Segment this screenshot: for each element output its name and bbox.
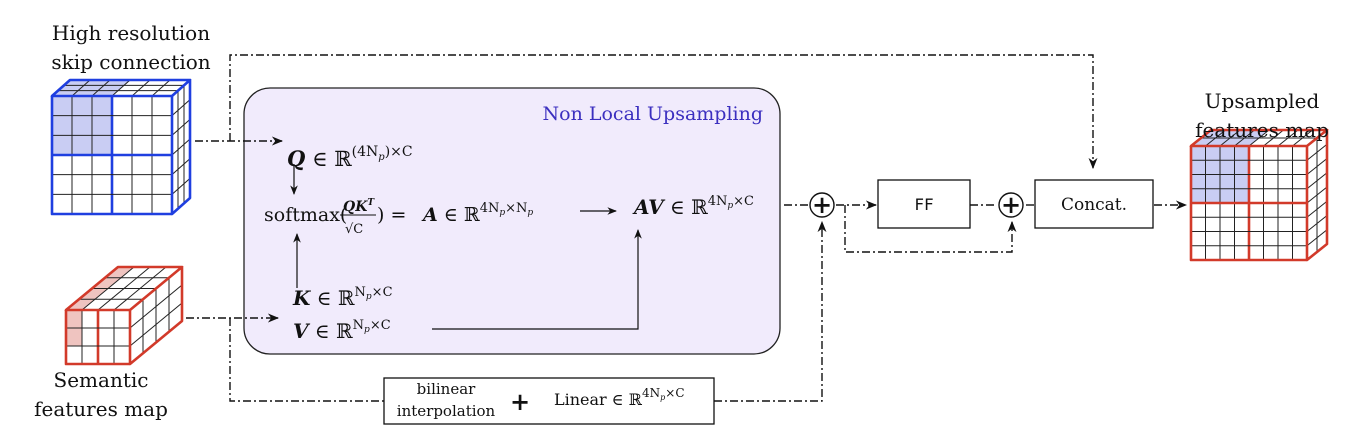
query-expression: Q ∈ ℝ(4Np)×C	[287, 144, 413, 171]
skip-connection-label-line2: skip connection	[51, 50, 210, 74]
connector-interp-to-sum1	[714, 220, 827, 402]
av-expression: AV ∈ ℝ4Np×C	[632, 194, 754, 219]
upsampled-label-line1: Upsampled	[1205, 89, 1320, 113]
semantic-label-line1: Semantic	[54, 368, 149, 392]
sum-node-2: +	[998, 190, 1024, 219]
interpolation-linear-block: bilinear interpolation + Linear ∈ ℝ4Np×C	[383, 377, 715, 425]
svg-text:AV ∈ ℝ4Np×C: AV ∈ ℝ4Np×C	[632, 194, 754, 219]
upsampled-label-line2: features map	[1195, 118, 1329, 142]
svg-text:+: +	[812, 190, 832, 219]
svg-text:Linear ∈ ℝ4Np×C: Linear ∈ ℝ4Np×C	[554, 386, 685, 409]
svg-text:V ∈ ℝNp×C: V ∈ ℝNp×C	[293, 318, 391, 343]
non-local-upsampling-module	[243, 87, 781, 355]
svg-text:QKT: QKT	[343, 198, 375, 215]
svg-text:) =: ) =	[377, 204, 406, 226]
skip-connection-feature-cube	[50, 78, 192, 216]
sum-node-1: +	[809, 190, 835, 219]
connector-skip-to-concat	[229, 54, 1098, 170]
semantic-feature-cube	[64, 265, 184, 366]
connector-semantic-to-interp	[229, 318, 384, 402]
concat-block: Concat.	[1034, 179, 1154, 229]
svg-text:+: +	[1001, 190, 1021, 219]
key-expression: K ∈ ℝNp×C	[292, 285, 393, 310]
arrow-v-to-av	[432, 229, 642, 330]
svg-text:A ∈ ℝ4Np×Np: A ∈ ℝ4Np×Np	[421, 201, 533, 226]
svg-text:Q ∈ ℝ(4Np)×C: Q ∈ ℝ(4Np)×C	[287, 144, 413, 171]
svg-text:√C: √C	[345, 222, 363, 237]
value-expression: V ∈ ℝNp×C	[293, 318, 391, 343]
svg-text:interpolation: interpolation	[397, 402, 496, 420]
svg-text:K ∈ ℝNp×C: K ∈ ℝNp×C	[292, 285, 393, 310]
svg-text:bilinear: bilinear	[417, 380, 476, 398]
svg-text:+: +	[510, 387, 530, 416]
softmax-attention-expression: softmax( QKT √C ) = A ∈ ℝ4Np×Np	[264, 198, 533, 237]
svg-text:softmax(: softmax(	[264, 204, 347, 226]
ff-block: FF	[877, 179, 971, 229]
upsampled-feature-cube	[1189, 128, 1329, 262]
module-title: Non Local Upsampling	[543, 103, 763, 125]
semantic-label-line2: features map	[34, 397, 168, 421]
connector-sum1-residual	[844, 205, 1017, 253]
svg-text:FF: FF	[914, 195, 933, 214]
skip-connection-label-line1: High resolution	[52, 21, 210, 45]
svg-text:Concat.: Concat.	[1061, 195, 1127, 215]
